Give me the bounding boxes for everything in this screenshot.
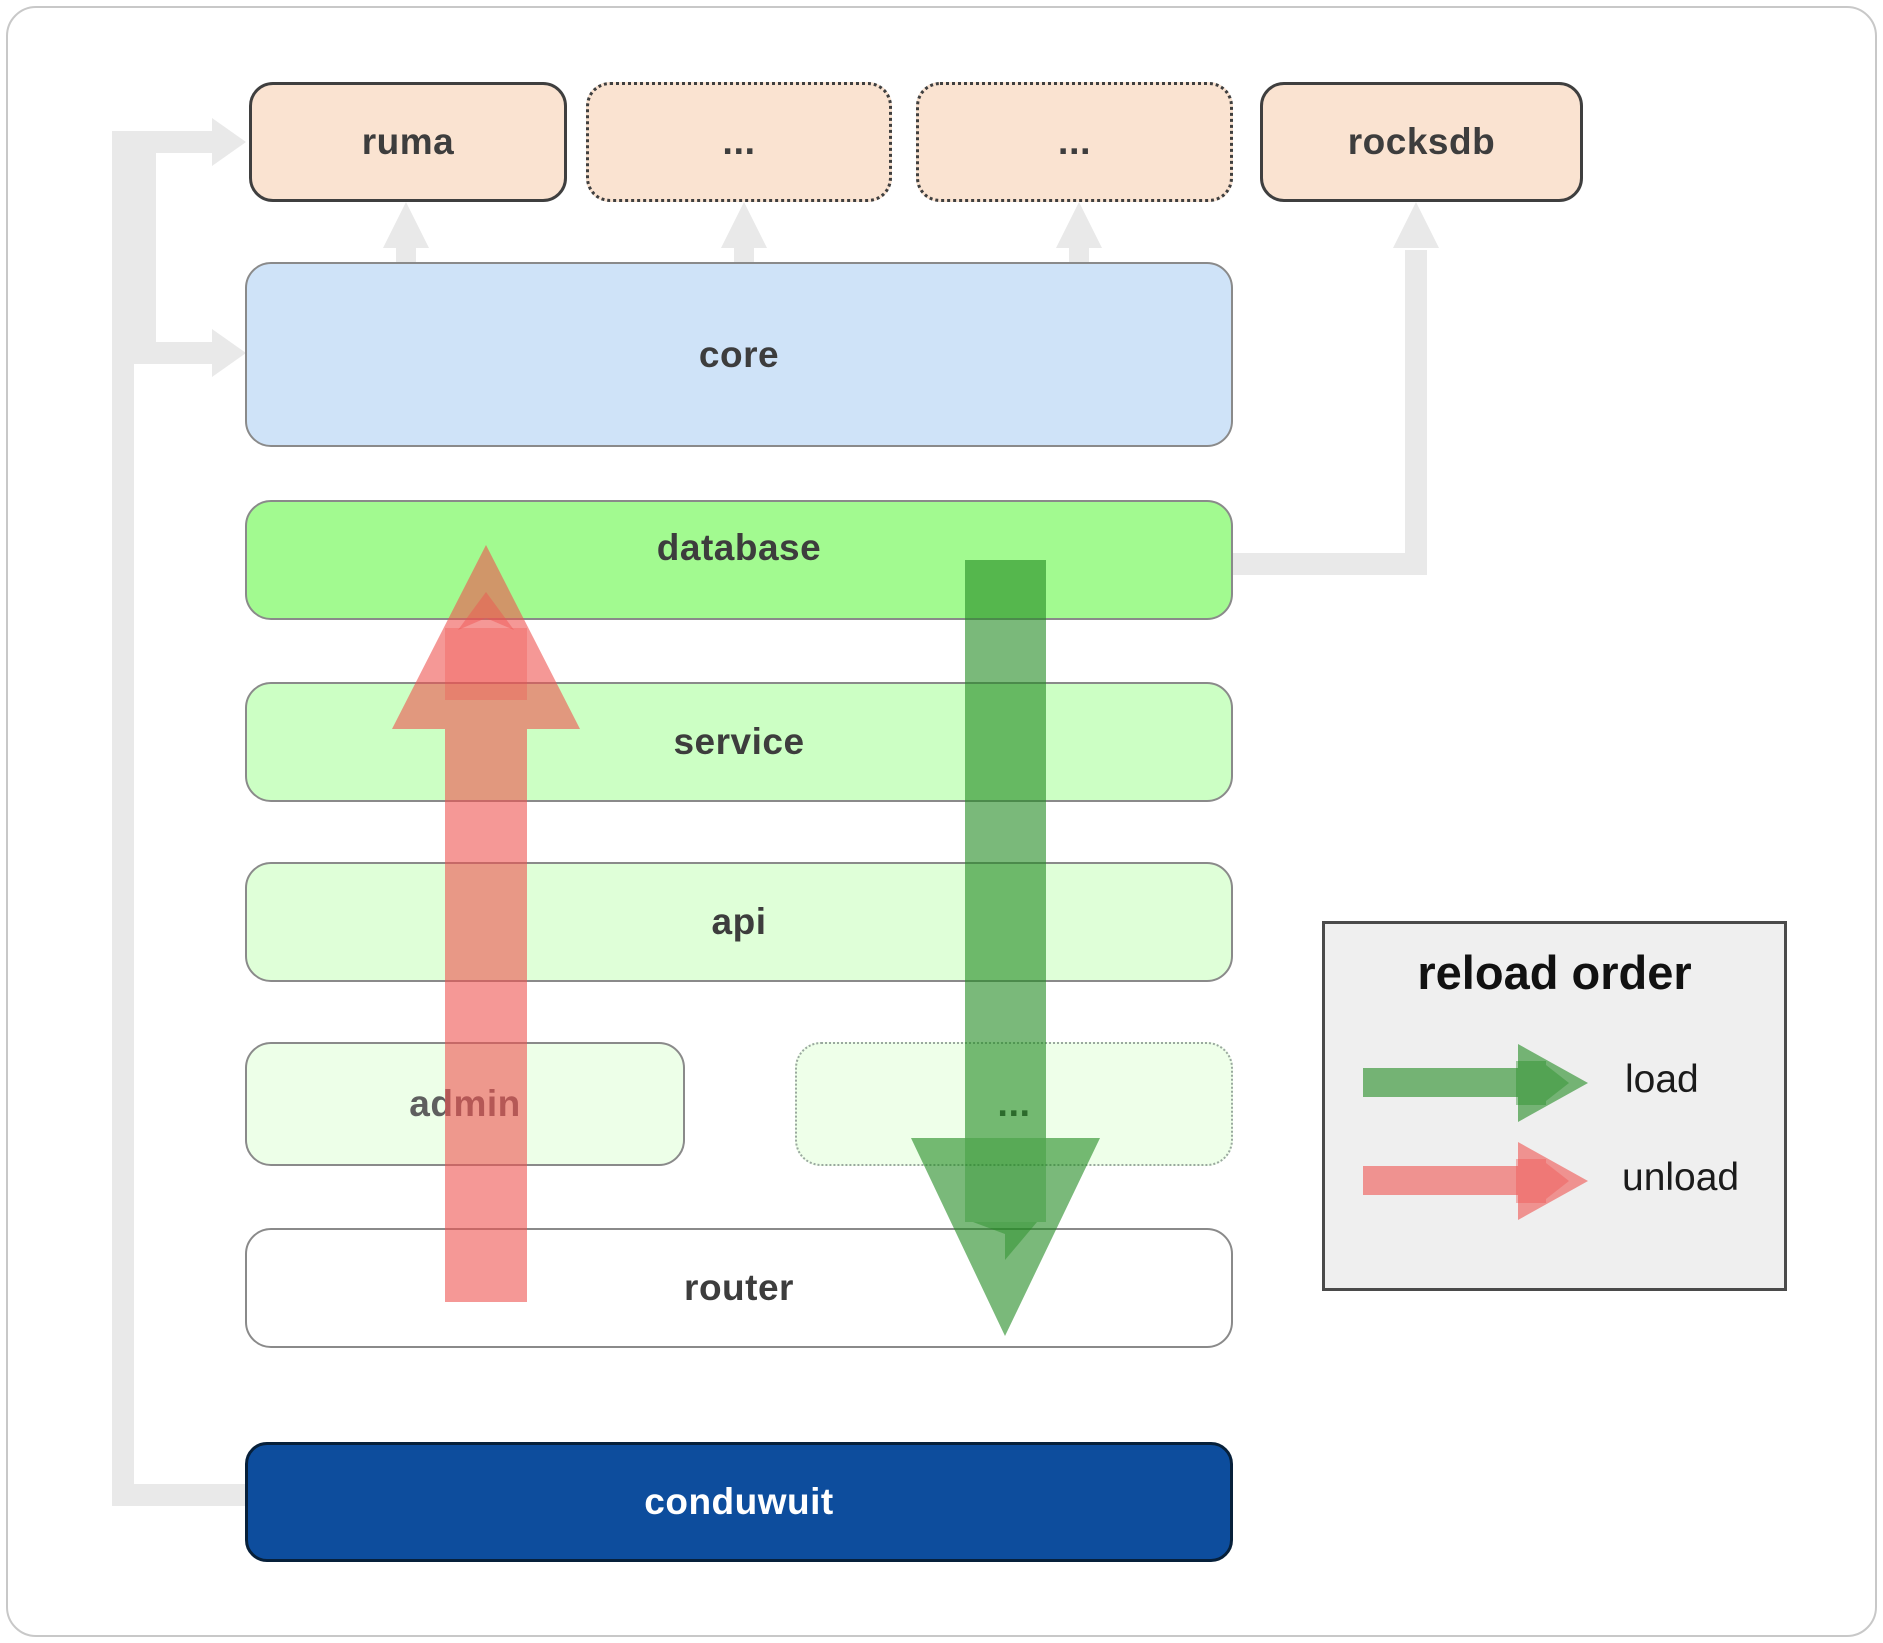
connector-core-to-ellipsis1 bbox=[734, 246, 754, 264]
node-conduwuit: conduwuit bbox=[245, 1442, 1233, 1562]
node-database: database bbox=[245, 500, 1233, 620]
node-ellipsis-1: ... bbox=[586, 82, 892, 202]
connector-arm-from-conduwuit bbox=[112, 1484, 248, 1506]
legend-title: reload order bbox=[1417, 946, 1692, 999]
node-api-label: api bbox=[711, 901, 767, 942]
legend-load-label: load bbox=[1625, 1058, 1699, 1101]
node-ellipsis-3-label: ... bbox=[997, 1082, 1031, 1125]
node-router: router bbox=[245, 1228, 1233, 1348]
node-ellipsis-3: ... bbox=[795, 1042, 1233, 1166]
node-admin: admin bbox=[245, 1042, 685, 1166]
node-service-label: service bbox=[673, 721, 805, 762]
node-router-label: router bbox=[684, 1267, 794, 1308]
node-ellipsis-2: ... bbox=[916, 82, 1233, 202]
outer-frame bbox=[6, 6, 1877, 1637]
connector-core-to-ellipsis2 bbox=[1069, 246, 1089, 264]
node-rocksdb-label: rocksdb bbox=[1347, 121, 1496, 162]
node-core: core bbox=[245, 262, 1233, 447]
node-admin-label: admin bbox=[409, 1083, 521, 1124]
node-conduwuit-label: conduwuit bbox=[644, 1481, 834, 1522]
node-core-label: core bbox=[698, 333, 780, 375]
node-database-label: database bbox=[656, 527, 822, 568]
connector-core-to-ruma bbox=[396, 246, 416, 264]
legend-unload-label: unload bbox=[1622, 1156, 1740, 1199]
node-ruma: ruma bbox=[249, 82, 567, 202]
node-ellipsis-2-label: ... bbox=[1057, 120, 1092, 163]
connector-left-vertical bbox=[112, 131, 134, 1506]
connector-database-to-rocksdb-horizontal bbox=[1233, 553, 1427, 575]
connector-arm-to-core bbox=[134, 342, 214, 364]
node-service: service bbox=[245, 682, 1233, 802]
node-ruma-label: ruma bbox=[361, 121, 455, 162]
connector-arm-to-ruma bbox=[112, 131, 214, 153]
node-ellipsis-1-label: ... bbox=[722, 120, 756, 163]
connector-left-inner-vertical bbox=[134, 131, 156, 364]
connector-database-to-rocksdb-vertical bbox=[1405, 250, 1427, 575]
node-rocksdb: rocksdb bbox=[1260, 82, 1583, 202]
node-api: api bbox=[245, 862, 1233, 982]
